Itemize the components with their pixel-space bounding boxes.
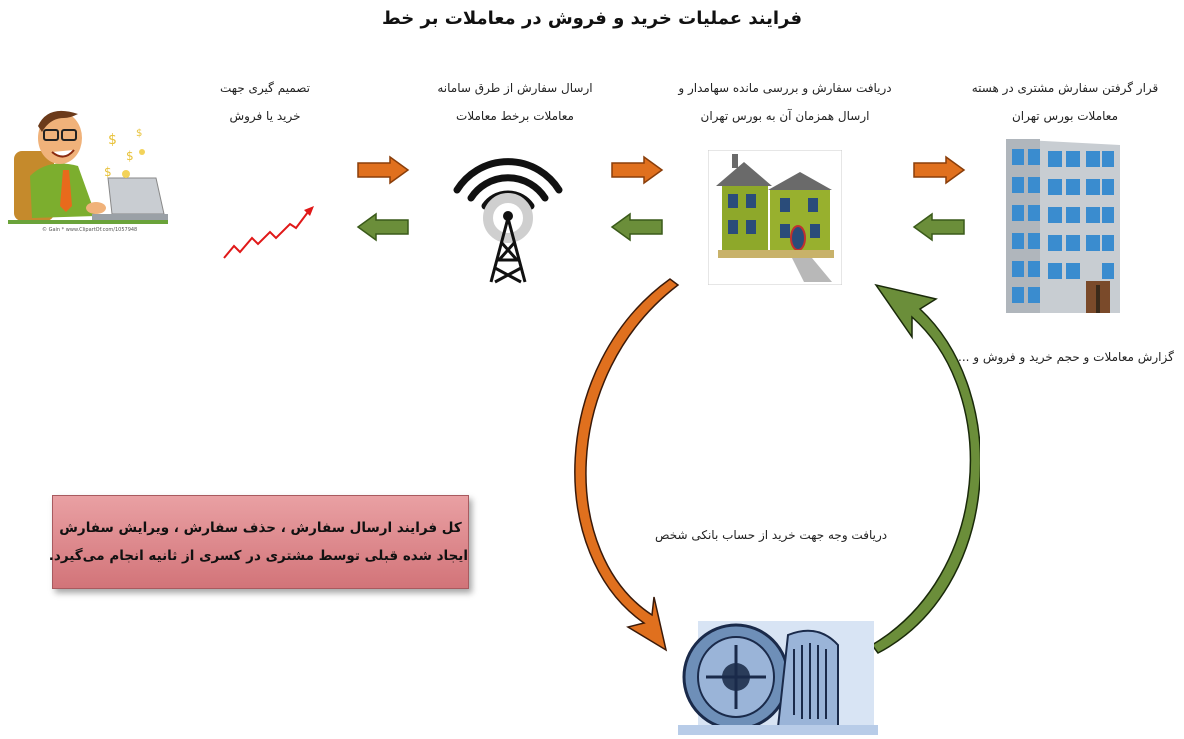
step-send-order-line2: معاملات برخط معاملات	[456, 109, 574, 123]
clipart-credit: © Gain * www.ClipartOf.com/1057948	[42, 226, 137, 233]
svg-text:$: $	[136, 128, 142, 139]
arrow-left-3	[912, 212, 965, 242]
exchange-building-icon	[1006, 139, 1120, 313]
report-label: گزارش معاملات و حجم خرید و فروش و ...	[958, 350, 1174, 364]
step-decision-line2: خرید یا فروش	[229, 109, 301, 123]
antenna-tower-icon	[453, 158, 563, 284]
step-exchange-line2: معاملات بورس تهران	[1011, 109, 1118, 123]
investor-illustration: $ $ $ $ © Gain * www.ClipartOf.com/10579…	[8, 96, 168, 236]
arrow-right-1	[357, 155, 410, 185]
step-exchange-caption: قرار گرفتن سفارش مشتری در هسته معاملات ب…	[955, 74, 1175, 130]
trend-up-icon	[223, 206, 314, 259]
arrow-right-3	[913, 155, 966, 185]
step-exchange-line1: قرار گرفتن سفارش مشتری در هسته	[971, 81, 1159, 95]
green-curved-arrow	[870, 283, 980, 654]
svg-text:$: $	[126, 149, 134, 163]
step-broker-line1: دریافت سفارش و بررسی مانده سهامدار و	[678, 81, 892, 95]
step-send-order-caption: ارسال سفارش از طرق سامانه معاملات برخط م…	[420, 74, 610, 130]
step-decision-line1: تصمیم گیری جهت	[220, 81, 310, 95]
svg-text:$: $	[104, 165, 112, 179]
arrow-left-1	[356, 212, 409, 242]
arrow-right-2	[611, 155, 664, 185]
step-decision-caption: تصمیم گیری جهت خرید یا فروش	[200, 74, 330, 130]
svg-text:$: $	[108, 132, 117, 148]
step-send-order-line1: ارسال سفارش از طرق سامانه	[437, 81, 593, 95]
step-broker-line2: ارسال همزمان آن به بورس تهران	[700, 109, 870, 123]
note-line1: کل فرایند ارسال سفارش ، حذف سفارش ، ویرا…	[59, 520, 462, 536]
broker-house-icon	[708, 150, 842, 285]
diagram-title: فرایند عملیات خرید و فروش در معاملات بر …	[382, 8, 802, 29]
arrow-left-2	[610, 212, 663, 242]
bank-label: دریافت وجه جهت خرید از حساب بانکی شخص	[655, 528, 888, 542]
step-broker-caption: دریافت سفارش و بررسی مانده سهامدار و ارس…	[660, 74, 910, 130]
note-line2: ایجاد شده قبلی توسط مشتری در کسری از ثان…	[48, 548, 468, 564]
process-note-box: کل فرایند ارسال سفارش ، حذف سفارش ، ویرا…	[48, 495, 469, 589]
curved-arrows	[574, 278, 980, 654]
bank-vault-icon	[678, 621, 878, 735]
orange-curved-arrow	[574, 278, 680, 652]
